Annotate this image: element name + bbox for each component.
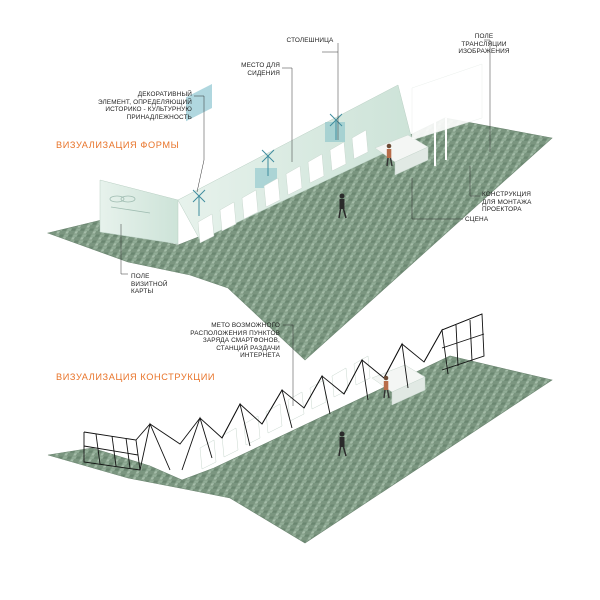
label-projector: КОНСТРУКЦИЯ ДЛЯ МОНТАЖА ПРОЕКТОРА	[482, 191, 532, 214]
label-image-field: ПОЛЕ ТРАНСЛЯЦИИ ИЗОБРАЖЕНИЯ	[458, 33, 510, 56]
label-decorative: ДЕКОРАТИВНЫЙ ЭЛЕМЕНТ, ОПРЕДЕЛЯЮЩИЙ ИСТОР…	[97, 91, 192, 121]
leader-lines-bottom	[283, 324, 294, 406]
stage-front-bottom	[391, 376, 426, 406]
label-business-card: ПОЛЕ ВИЗИТНОЙ КАРТЫ	[131, 273, 168, 296]
person-icon	[383, 375, 390, 399]
person-icon	[386, 143, 393, 167]
form-visualization	[46, 39, 553, 361]
form-visualization-title: ВИЗУАЛИЗАЦИЯ ФОРМЫ	[56, 140, 180, 150]
label-stage: СЦЕНА	[465, 216, 489, 223]
seating-blocks-bottom	[199, 355, 371, 470]
projection-field	[411, 63, 483, 141]
person-icon	[338, 431, 347, 457]
truss-frame	[83, 313, 485, 471]
leader-lines-top	[120, 39, 491, 275]
person-icon	[338, 193, 347, 219]
label-charging: МЕТО ВОЗМОЖНОГО РАСПОЛОЖЕНИЯ ПУНКТОВ ЗАР…	[190, 322, 280, 360]
paving-bottom	[47, 355, 553, 544]
structure-visualization	[47, 313, 553, 544]
structure-visualization-title: ВИЗУАЛИЗАЦИЯ КОНСТРУКЦИИ	[56, 372, 216, 382]
logo-mark	[109, 195, 151, 214]
windmill-icons	[192, 113, 343, 216]
label-seating: МЕСТО ДЛЯ СИДЕНИЯ	[241, 62, 280, 77]
label-countertop: СТОЛЕШНИЦА	[286, 37, 334, 44]
stage-front	[394, 146, 429, 176]
seating-blocks	[197, 129, 369, 244]
